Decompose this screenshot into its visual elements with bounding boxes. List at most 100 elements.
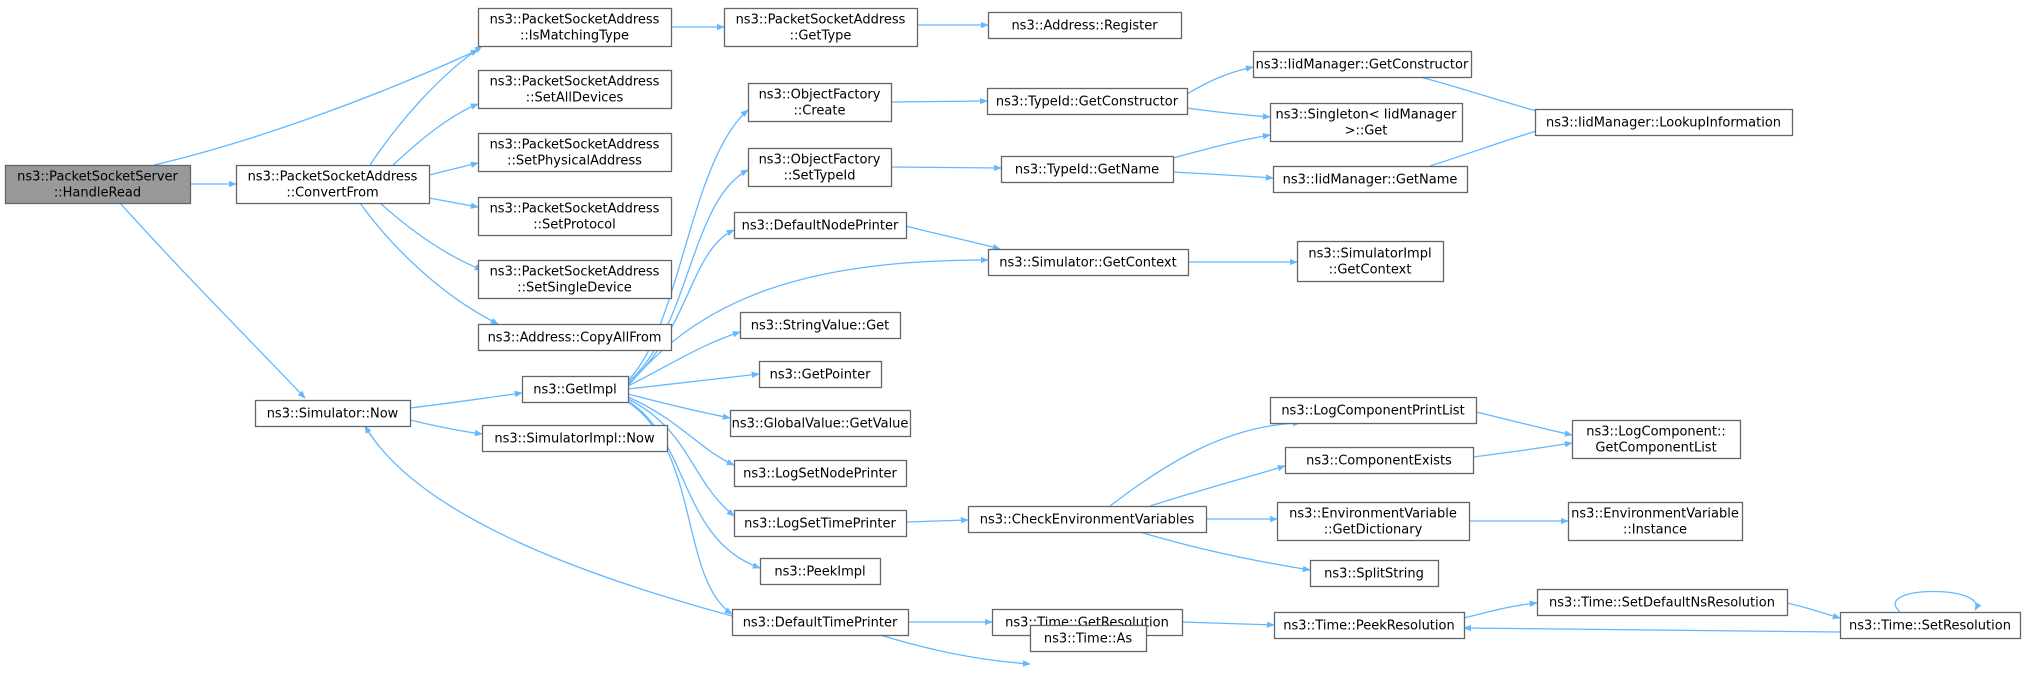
- node-box: [967, 505, 1208, 534]
- node-simgetcontext[interactable]: ns3::Simulator::GetContext: [987, 248, 1190, 277]
- node-timepeekres[interactable]: ns3::Time::PeekResolution: [1273, 611, 1466, 640]
- node-label-line: ns3::GlobalValue::GetValue: [732, 417, 909, 432]
- node-setprotocol[interactable]: ns3::PacketSocketAddress::SetProtocol: [477, 196, 673, 237]
- e-typeidgetname-iidgetname: [1172, 171, 1274, 181]
- e-convertfrom-setprotocol: [428, 197, 479, 209]
- node-ofsettypeid[interactable]: ns3::ObjectFactory::SetTypeId: [747, 147, 893, 188]
- node-ofcreate[interactable]: ns3::ObjectFactory::Create: [747, 82, 893, 123]
- e-timesetres-timepeekres: [1463, 624, 1841, 633]
- e-convertfrom-setsingle: [379, 202, 483, 271]
- e-timegetres-timepeekres: [1181, 621, 1275, 628]
- node-typeidgetname[interactable]: ns3::TypeId::GetName: [1000, 155, 1175, 184]
- node-box: [477, 323, 673, 352]
- e-getimpl-globalvalue: [627, 393, 731, 420]
- node-box: [747, 82, 893, 123]
- node-getimpl[interactable]: ns3::GetImpl: [521, 375, 630, 404]
- node-checkenv[interactable]: ns3::CheckEnvironmentVariables: [967, 505, 1208, 534]
- node-simimplnow[interactable]: ns3::SimulatorImpl::Now: [481, 424, 669, 453]
- node-label-line: ns3::IidManager::LookupInformation: [1546, 116, 1781, 131]
- node-label-line: ns3::Simulator::GetContext: [999, 256, 1176, 271]
- node-label-line: ns3::PacketSocketAddress: [490, 13, 660, 28]
- e-simnow-simimplnow: [409, 419, 483, 437]
- node-iidlookup[interactable]: ns3::IidManager::LookupInformation: [1534, 108, 1794, 137]
- node-timesetdefns[interactable]: ns3::Time::SetDefaultNsResolution: [1536, 588, 1789, 617]
- node-timeas[interactable]: ns3::Time::As: [1029, 624, 1148, 653]
- node-peekimpl[interactable]: ns3::PeekImpl: [759, 557, 882, 586]
- node-label-line: ns3::LogSetTimePrinter: [744, 517, 896, 532]
- e-getimpl-logsetnode: [627, 396, 735, 466]
- node-simnow[interactable]: ns3::Simulator::Now: [254, 399, 412, 428]
- e-checkenv-logcompprint: [1109, 420, 1301, 507]
- node-register[interactable]: ns3::Address::Register: [987, 11, 1183, 40]
- node-logsetnode[interactable]: ns3::LogSetNodePrinter: [733, 459, 908, 488]
- node-stringvalueget[interactable]: ns3::StringValue::Get: [739, 311, 902, 340]
- node-singleton[interactable]: ns3::Singleton< IidManager>::Get: [1269, 102, 1464, 143]
- node-label-line: ns3::PacketSocketServer: [17, 170, 178, 185]
- node-splitstring[interactable]: ns3::SplitString: [1309, 559, 1440, 588]
- e-deftimeprinter-timeas: [879, 634, 1031, 667]
- node-box: [729, 409, 912, 438]
- node-label-line: ns3::StringValue::Get: [751, 319, 889, 334]
- node-box: [1269, 102, 1464, 143]
- node-timesetres[interactable]: ns3::Time::SetResolution: [1839, 611, 2022, 640]
- node-logcompgetlist[interactable]: ns3::LogComponent::GetComponentList: [1571, 419, 1742, 460]
- node-setsingle[interactable]: ns3::PacketSocketAddress::SetSingleDevic…: [477, 259, 673, 300]
- e-getimpl-stringvalueget: [627, 331, 741, 387]
- node-box: [1272, 165, 1469, 194]
- node-label-line: ns3::ObjectFactory: [759, 153, 881, 168]
- node-envinstance[interactable]: ns3::EnvironmentVariable::Instance: [1567, 501, 1744, 542]
- node-label-line: ::GetContext: [1329, 263, 1412, 278]
- node-ismatching[interactable]: ns3::PacketSocketAddress::IsMatchingType: [477, 7, 673, 48]
- node-handleread[interactable]: ns3::PacketSocketServer::HandleRead: [4, 164, 192, 205]
- node-setphysical[interactable]: ns3::PacketSocketAddress::SetPhysicalAdd…: [477, 132, 673, 173]
- e-getimpl-logsettime: [627, 398, 735, 517]
- node-label-line: ns3::Time::SetResolution: [1849, 619, 2011, 634]
- node-box: [1029, 624, 1148, 653]
- e-root-ismatching: [153, 49, 479, 166]
- node-label-line: ns3::LogSetNodePrinter: [743, 467, 897, 482]
- e-defnodeprinter-simgetcontext: [905, 225, 1001, 251]
- e-simnow-getimpl: [409, 390, 523, 409]
- node-label-line: ::GetType: [790, 29, 852, 44]
- node-defnodeprinter[interactable]: ns3::DefaultNodePrinter: [733, 211, 908, 240]
- node-box: [1284, 446, 1475, 475]
- node-label-line: ns3::ObjectFactory: [759, 88, 881, 103]
- node-setalldevices[interactable]: ns3::PacketSocketAddress::SetAllDevices: [477, 69, 673, 110]
- node-box: [1273, 611, 1466, 640]
- node-box: [1252, 50, 1473, 79]
- node-gettype[interactable]: ns3::PacketSocketAddress::GetType: [723, 7, 919, 48]
- node-simimplgetctx[interactable]: ns3::SimulatorImpl::GetContext: [1296, 240, 1445, 283]
- node-iidgetctor[interactable]: ns3::IidManager::GetConstructor: [1252, 50, 1473, 79]
- node-box: [739, 311, 902, 340]
- node-getpointer[interactable]: ns3::GetPointer: [758, 360, 883, 389]
- node-label-line: ::SetSingleDevice: [517, 281, 632, 296]
- node-globalvalue[interactable]: ns3::GlobalValue::GetValue: [729, 409, 912, 438]
- e-getimpl-peekimpl: [627, 400, 761, 569]
- e-logsettime-checkenv: [905, 517, 969, 524]
- node-envgetdict[interactable]: ns3::EnvironmentVariable::GetDictionary: [1276, 501, 1471, 542]
- e-checkenv-splitstring: [1139, 531, 1311, 573]
- node-copyallfrom[interactable]: ns3::Address::CopyAllFrom: [477, 323, 673, 352]
- node-box: [986, 87, 1189, 116]
- node-typeidgetctor[interactable]: ns3::TypeId::GetConstructor: [986, 87, 1189, 116]
- node-convertfrom[interactable]: ns3::PacketSocketAddress::ConvertFrom: [235, 164, 431, 205]
- node-iidgetname[interactable]: ns3::IidManager::GetName: [1272, 165, 1469, 194]
- e-convertfrom-copyallfrom: [359, 202, 499, 325]
- node-logcompprint[interactable]: ns3::LogComponentPrintList: [1269, 396, 1478, 425]
- node-box: [1269, 396, 1478, 425]
- call-edges: [119, 21, 1982, 667]
- node-box: [723, 7, 919, 48]
- node-box: [254, 399, 412, 428]
- node-label-line: ns3::PacketSocketAddress: [490, 138, 660, 153]
- node-label-line: ns3::Singleton< IidManager: [1275, 108, 1457, 123]
- node-deftimeprinter[interactable]: ns3::DefaultTimePrinter: [731, 608, 910, 637]
- node-logsettime[interactable]: ns3::LogSetTimePrinter: [733, 509, 908, 538]
- node-label-line: ns3::DefaultNodePrinter: [742, 219, 899, 234]
- e-typeidgetctor-iidgetctor: [1186, 65, 1254, 95]
- e-ofcreate-typeidgetctor: [890, 97, 988, 105]
- node-compexists[interactable]: ns3::ComponentExists: [1284, 446, 1475, 475]
- node-label-line: ns3::GetImpl: [533, 383, 617, 398]
- node-box: [1567, 501, 1744, 542]
- node-label-line: ::SetTypeId: [783, 169, 855, 184]
- node-label-line: ::ConvertFrom: [286, 186, 378, 201]
